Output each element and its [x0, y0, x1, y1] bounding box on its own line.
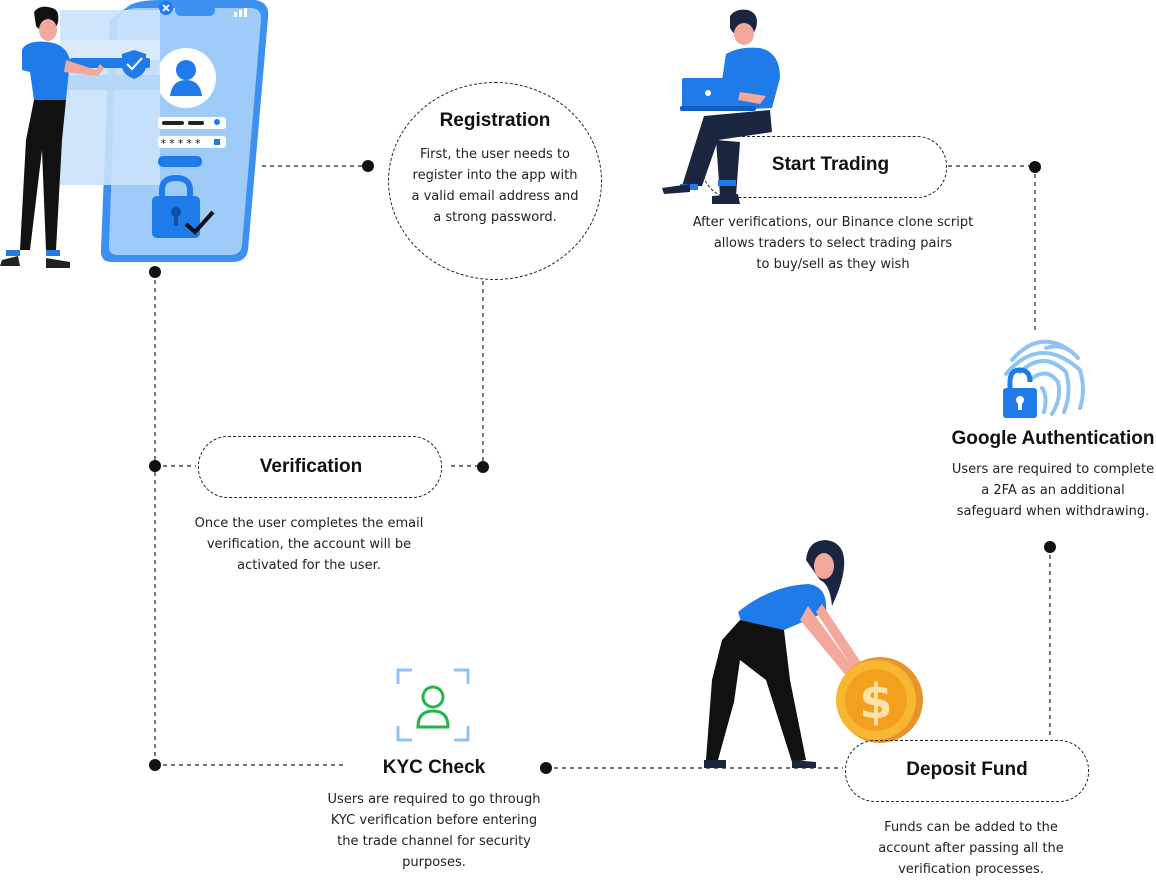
svg-text:$: $ [859, 674, 892, 730]
man-laptop-illustration [662, 9, 780, 204]
connector-dots [149, 160, 1056, 774]
dot-kyc-right [540, 762, 552, 774]
padlock-check-icon [152, 174, 215, 238]
kyc-check-description: Users are required to go through KYC ver… [327, 792, 541, 870]
dot-phone-bottom [149, 266, 161, 278]
dot-verification-right [477, 461, 489, 473]
close-icon [159, 1, 173, 15]
registration-node [388, 82, 602, 280]
registration-title: Registration [439, 110, 551, 131]
lock-icon [1003, 367, 1037, 418]
signal-icon [234, 8, 247, 17]
woman-coin-illustration: $ [704, 540, 923, 768]
google-auth-title: Google Authentication [951, 428, 1155, 449]
verification-node [198, 436, 442, 498]
phone-illustration: ***** [60, 0, 269, 262]
shield-check-icon [122, 50, 146, 79]
dot-registration-left [362, 160, 374, 172]
dot-kyc-left [149, 759, 161, 771]
deposit-fund-node [845, 740, 1089, 802]
verification-description: Once the user completes the email verifi… [194, 516, 424, 573]
deposit-fund-description: Funds can be added to the account after … [878, 820, 1064, 877]
user-avatar-icon [156, 48, 216, 108]
verification-title: Verification [259, 456, 363, 477]
registration-description: First, the user needs to register into t… [411, 147, 579, 225]
start-trading-node [702, 136, 947, 198]
dot-trading-right [1029, 161, 1041, 173]
start-trading-title: Start Trading [771, 154, 890, 175]
dollar-coin-icon: $ [836, 657, 923, 743]
start-trading-description: After verifications, our Binance clone s… [692, 215, 974, 272]
password-mask: ***** [160, 137, 203, 150]
kyc-check-title: KYC Check [382, 757, 486, 778]
deposit-fund-title: Deposit Fund [906, 759, 1028, 780]
kyc-user-frame-icon [396, 668, 470, 742]
man-standing-illustration [0, 6, 104, 268]
dot-verification-left [149, 460, 161, 472]
google-auth-description: Users are required to complete a 2FA as … [951, 462, 1155, 519]
fingerprint-lock-icon [1004, 339, 1085, 416]
dot-google-bottom [1044, 541, 1056, 553]
